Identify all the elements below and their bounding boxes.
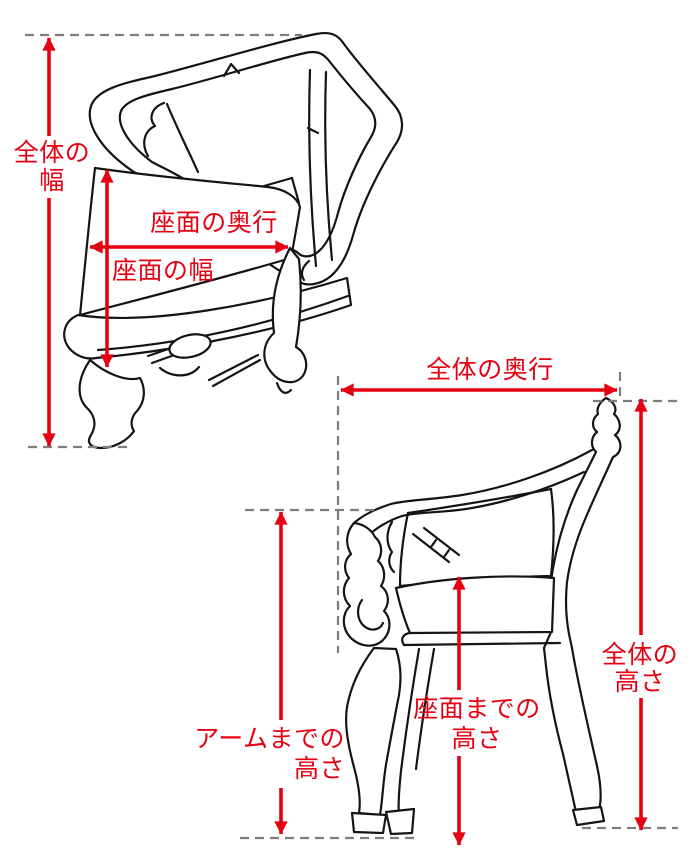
seat-cushion-side — [394, 575, 556, 635]
back-panel-top-edge — [406, 487, 553, 515]
overall-width-label: 全体の — [14, 138, 91, 167]
far-front-leg-line — [397, 647, 421, 818]
opening-edge — [165, 102, 200, 174]
side-rail-strip — [207, 353, 260, 382]
far-front-leg-line — [414, 647, 436, 771]
side-view-chair-art — [342, 396, 622, 836]
arm-curl — [300, 259, 311, 282]
overall-width-label: 幅 — [39, 166, 65, 195]
seat-height-label: 高さ — [451, 724, 502, 753]
dimension-labels: 全体の 幅 座面の奥行 座面の幅 全体の奥行 アームまでの 高さ 座面までの 高… — [14, 138, 679, 783]
back-foot — [571, 805, 606, 827]
overall-height-label: 高さ — [614, 667, 665, 696]
front-left-leg — [78, 358, 145, 450]
front-foot — [350, 811, 388, 835]
arm-height-label: 高さ — [294, 754, 345, 783]
seat-rail-bottom — [402, 641, 562, 647]
arm-front-scroll-support — [342, 521, 391, 647]
apron-scroll-eye — [168, 333, 212, 359]
side-rail-strip — [211, 358, 262, 388]
back-panel-right-edge — [549, 487, 555, 578]
brace-notch — [442, 548, 451, 559]
dimension-arrows — [42, 37, 648, 846]
arm-brace-line — [422, 526, 461, 557]
crest-notch — [222, 62, 241, 78]
apron-molding-line — [96, 294, 350, 352]
front-right-leg-toe — [275, 381, 293, 394]
arm-height-label: アームまでの — [194, 724, 345, 753]
back-strut-line — [308, 68, 318, 268]
crest-scroll-curl — [143, 101, 166, 158]
back-strut-line — [324, 70, 334, 262]
seat-depth-label: 座面の奥行 — [150, 208, 278, 237]
back-post-and-leg — [542, 396, 622, 814]
guide-lines — [25, 33, 678, 840]
brace-notch — [429, 538, 438, 549]
far-front-foot — [384, 807, 416, 836]
front-view-chair-art — [63, 31, 404, 450]
back-panel-left-edge — [398, 511, 410, 588]
overall-height-label: 全体の — [602, 640, 679, 669]
front-right-leg — [263, 246, 308, 384]
front-leg — [345, 646, 402, 817]
scroll-curl — [357, 598, 385, 631]
apron-scroll-hook — [158, 365, 201, 377]
overall-depth-label: 全体の奥行 — [426, 355, 554, 384]
strut-notch — [306, 126, 320, 135]
seat-width-label: 座面の幅 — [112, 256, 214, 285]
seat-height-label: 座面までの — [413, 694, 541, 723]
seat-rail-cap — [401, 631, 412, 647]
arm-carving-curl — [386, 520, 396, 574]
seat-corner-notch — [262, 176, 301, 205]
arm-top-sweep — [352, 448, 594, 525]
seat-cushion — [78, 166, 302, 317]
